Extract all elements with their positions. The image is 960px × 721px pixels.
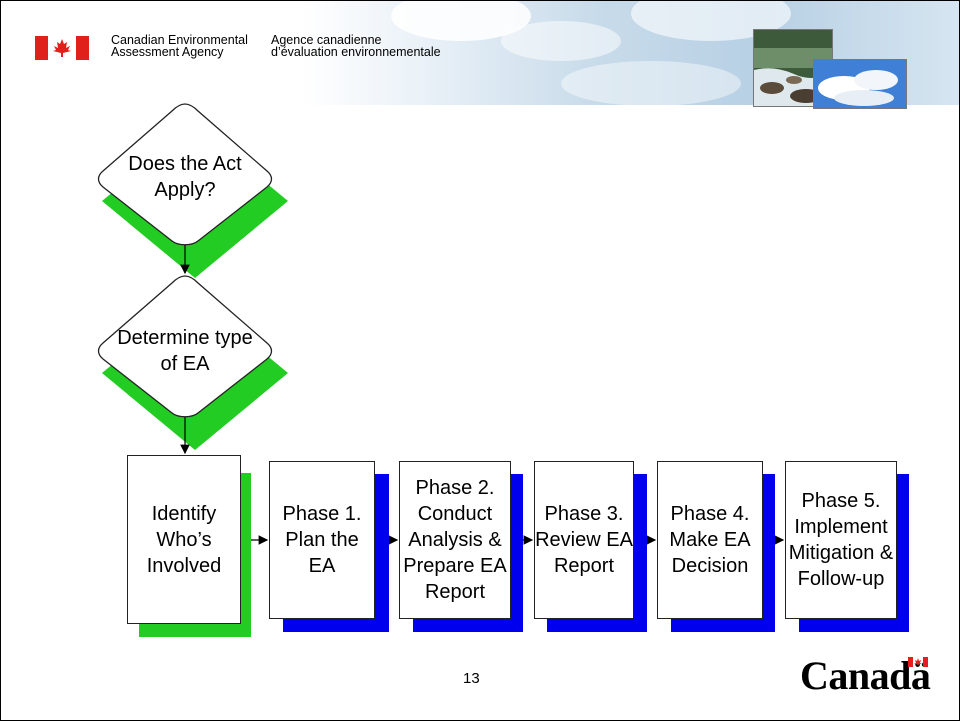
step-phase-4-decision: Phase 4. Make EA Decision [657,461,763,619]
step-phase-1-plan: Phase 1. Plan the EA [269,461,375,619]
decision-label-act-apply: Does the Act Apply? [128,153,242,201]
canada-flag-icon [35,36,89,60]
step-phase-3-review: Phase 3. Review EA Report [534,461,634,619]
wordmark-flag-icon [908,657,928,667]
step-identify-who-involved: Identify Who’s Involved [127,455,241,624]
agency-name-french: Agence canadienne d’évaluation environne… [271,33,441,59]
step-phase-2-conduct-analysis: Phase 2. Conduct Analysis & Prepare EA R… [399,461,511,619]
decision-diamond-act-apply [97,103,273,246]
decision-diamond-ea-type [97,275,273,418]
agency-name-english: Canadian Environmental Assessment Agency [111,33,248,59]
step-phase-5-implement: Phase 5. Implement Mitigation & Follow-u… [785,461,897,619]
header-sky-banner [301,1,959,106]
decision-label-ea-type: Determine type of EA [117,327,253,375]
page-number: 13 [463,670,480,687]
sky-photo [813,59,907,109]
